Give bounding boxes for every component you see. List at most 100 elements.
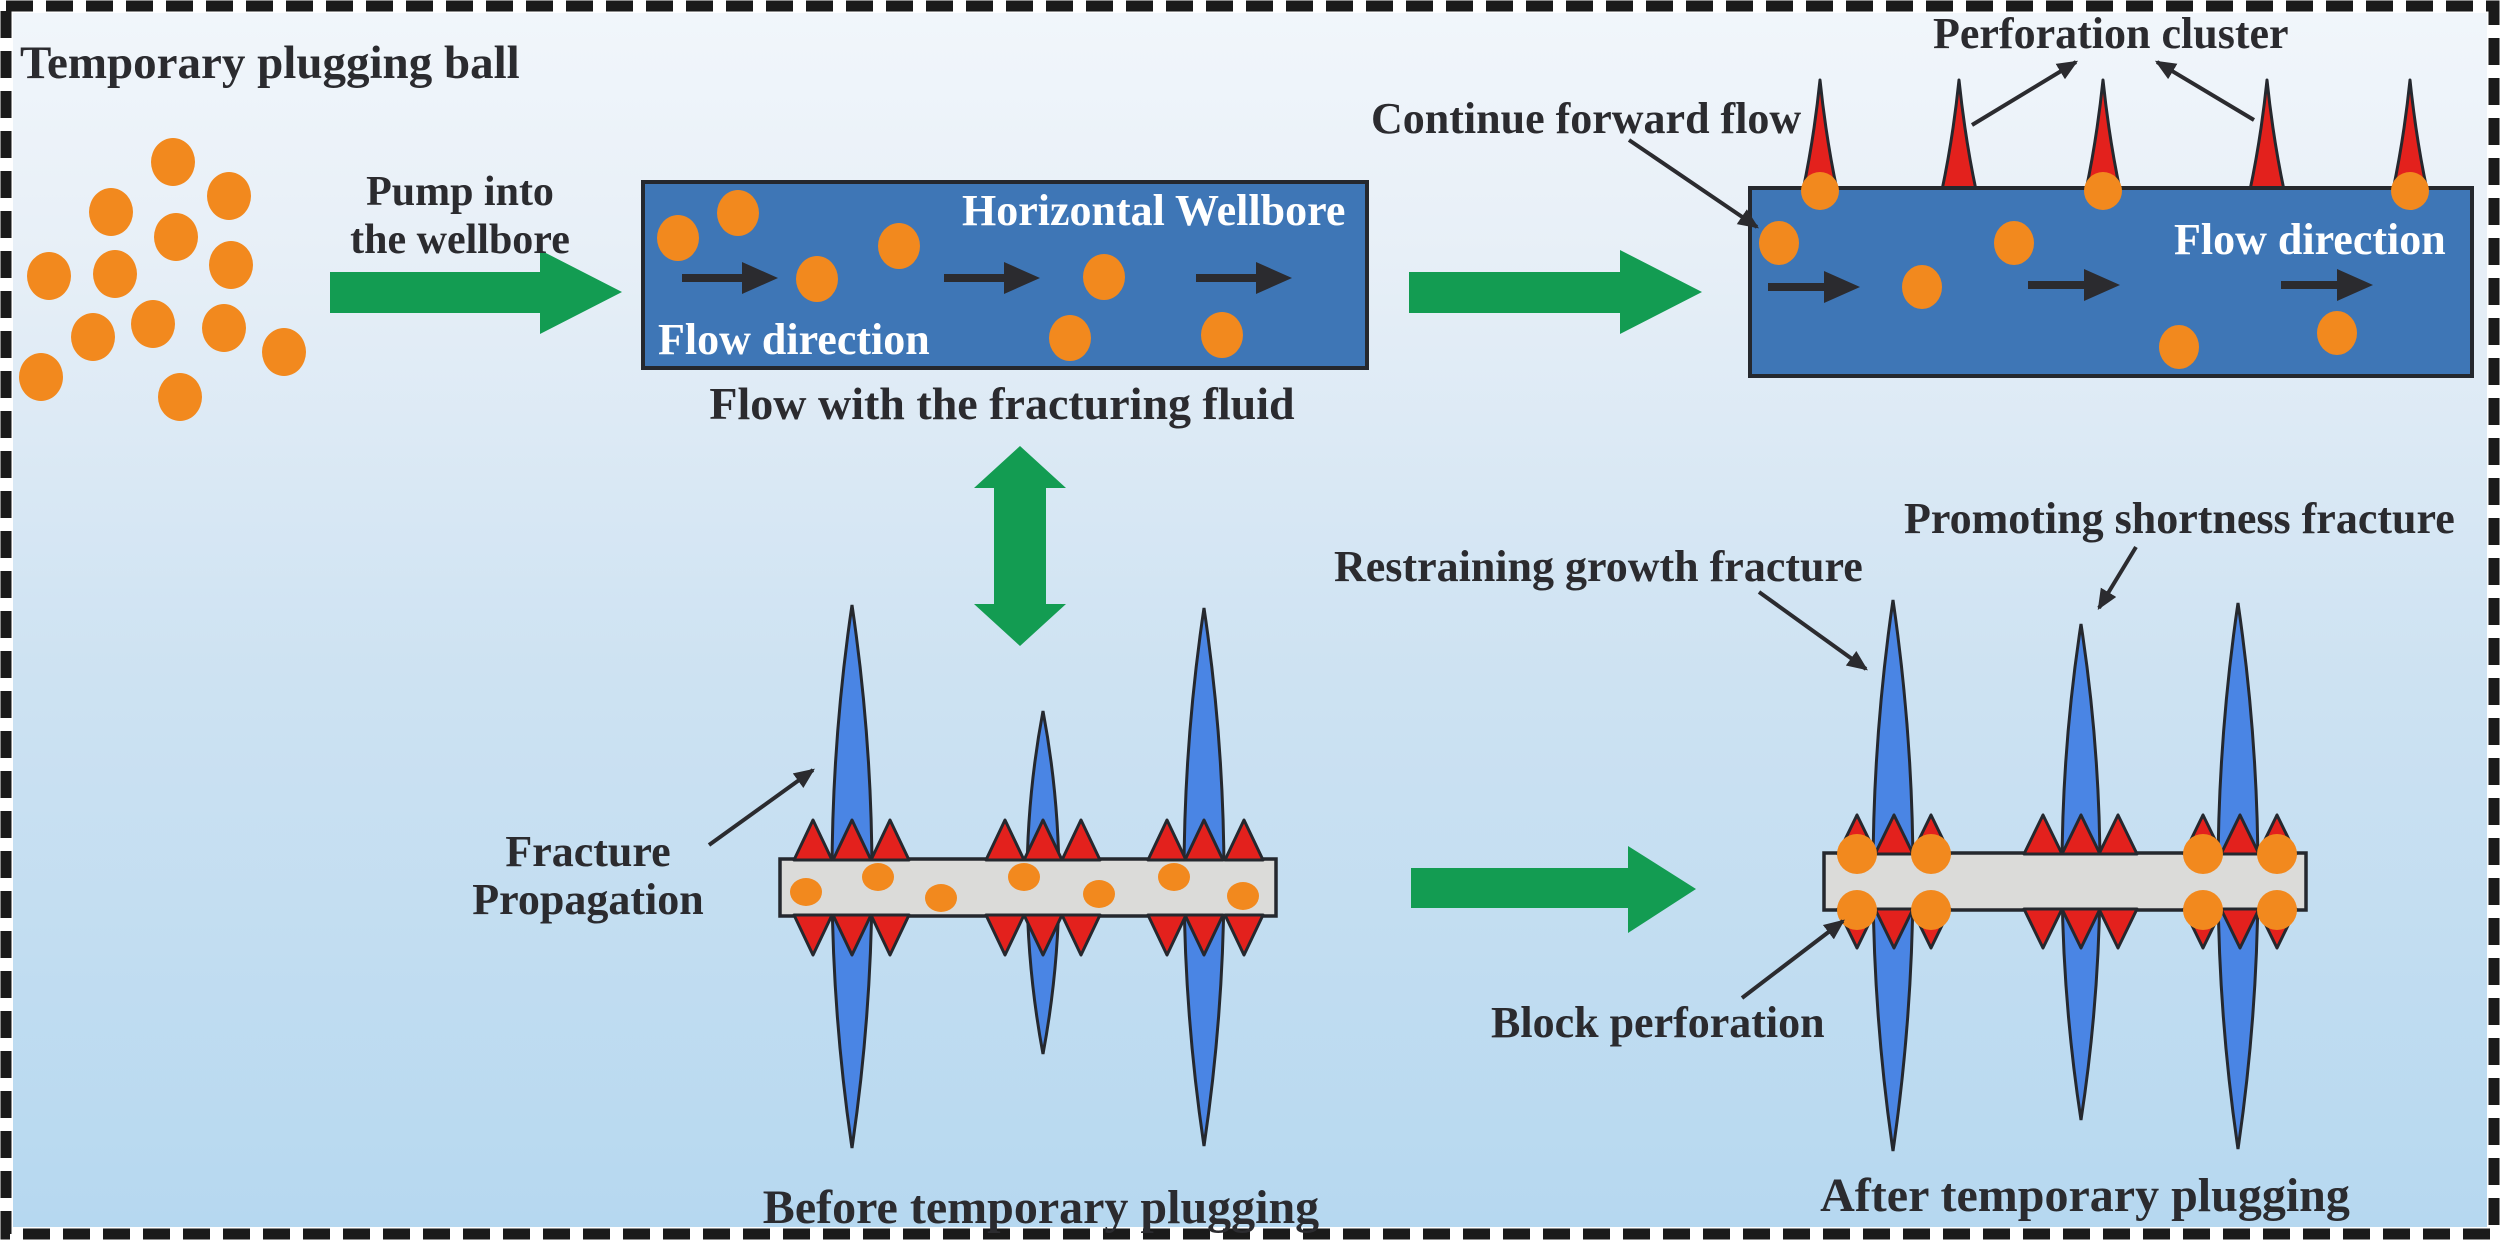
plugging-ball bbox=[1227, 882, 1259, 910]
perforation-triangle bbox=[1183, 913, 1225, 957]
flow-arrow-icon bbox=[944, 262, 1040, 294]
perforation-triangle bbox=[1060, 818, 1102, 862]
perforation-triangle bbox=[1146, 913, 1188, 957]
flow-direction-label-left: Flow direction bbox=[658, 315, 930, 364]
double-arrow-icon bbox=[974, 446, 1066, 646]
perforation-spike bbox=[1801, 78, 1839, 192]
perforation-cluster-arrow-icon bbox=[1970, 60, 2079, 127]
perforation-triangle bbox=[2022, 813, 2064, 856]
perforation-triangle bbox=[831, 913, 873, 957]
pump-into-wellbore-label: Pump into the wellbore bbox=[310, 168, 610, 264]
before-plugging-panel bbox=[778, 604, 1278, 1149]
plugging-ball bbox=[878, 223, 920, 269]
after-temporary-plugging-caption: After temporary plugging bbox=[1820, 1169, 2350, 1222]
blocking-ball bbox=[2183, 890, 2223, 930]
flow-with-fracturing-fluid-caption: Flow with the fracturing fluid bbox=[709, 378, 1295, 429]
perforation-triangle bbox=[1223, 818, 1265, 862]
fracture-propagation-line1: Fracture bbox=[505, 827, 671, 876]
continue-forward-flow-label: Continue forward flow bbox=[1371, 94, 1802, 143]
flow-arrow-icon bbox=[682, 262, 778, 294]
flow-arrow-icon bbox=[1196, 262, 1292, 294]
plugging-ball bbox=[717, 190, 759, 236]
fracture-propagation-label: Fracture Propagation bbox=[438, 828, 738, 924]
perforation-triangle bbox=[792, 818, 834, 862]
horizontal-wellbore-label: Horizontal Wellbore bbox=[962, 186, 1346, 235]
plugging-ball bbox=[71, 313, 115, 361]
restraining-growth-fracture-label: Restraining growth fracture bbox=[1334, 542, 1863, 591]
plugging-ball bbox=[790, 878, 822, 906]
perforation-triangle bbox=[1873, 813, 1915, 856]
restraining-fracture-arrow-icon bbox=[1757, 590, 1868, 671]
perforation-triangle bbox=[869, 913, 911, 957]
perforation-triangle bbox=[984, 818, 1026, 862]
before-temporary-plugging-caption: Before temporary plugging bbox=[762, 1181, 1320, 1234]
blocking-ball bbox=[1911, 834, 1951, 874]
perforation-triangle bbox=[1146, 818, 1188, 862]
plugging-ball bbox=[2159, 325, 2199, 369]
plugging-ball bbox=[1083, 880, 1115, 908]
perforated-wellbore-panel bbox=[1748, 78, 2474, 378]
pump-arrow-icon bbox=[330, 250, 622, 334]
forward-flow-arrow-icon bbox=[1409, 250, 1702, 334]
plugging-ball bbox=[925, 884, 957, 912]
flow-arrow-icon bbox=[2281, 269, 2373, 301]
blocking-ball bbox=[2183, 834, 2223, 874]
promoting-fracture-arrow-icon bbox=[2097, 545, 2138, 611]
process-arrows bbox=[330, 250, 1702, 933]
plugging-ball bbox=[1083, 254, 1125, 300]
plugging-ball bbox=[1801, 172, 1839, 210]
plugging-ball bbox=[151, 138, 195, 186]
pump-label-line1: Pump into bbox=[366, 169, 554, 215]
perforation-triangle bbox=[2097, 907, 2139, 950]
blocking-ball bbox=[1911, 890, 1951, 930]
blocking-ball bbox=[2257, 890, 2297, 930]
plugging-ball bbox=[1049, 315, 1091, 361]
plugging-ball bbox=[796, 256, 838, 302]
plugging-ball bbox=[657, 215, 699, 261]
perforation-triangle bbox=[831, 818, 873, 862]
perforation-triangle bbox=[2097, 813, 2139, 856]
perforation-triangle bbox=[1022, 913, 1064, 957]
casing-rect bbox=[1822, 851, 2308, 912]
plugging-ball bbox=[89, 188, 133, 236]
plugging-ball bbox=[1201, 312, 1243, 358]
perforation-triangle bbox=[2219, 907, 2261, 950]
continue-forward-flow-arrow-icon bbox=[1627, 138, 1759, 229]
blocking-ball bbox=[2257, 834, 2297, 874]
plugging-ball bbox=[862, 863, 894, 891]
promoting-shortness-fracture-label: Promoting shortness fracture bbox=[1904, 494, 2455, 543]
plugging-ball bbox=[207, 172, 251, 220]
flow-direction-label-right: Flow direction bbox=[2174, 215, 2446, 264]
blocking-ball bbox=[1837, 834, 1877, 874]
perforation-triangle bbox=[1060, 913, 1102, 957]
perforation-spike bbox=[2248, 78, 2286, 192]
plugging-ball bbox=[2391, 172, 2429, 210]
plugging-ball bbox=[154, 213, 198, 261]
perforation-triangle bbox=[984, 913, 1026, 957]
perforation-spike bbox=[2391, 78, 2429, 192]
plugging-ball bbox=[2084, 172, 2122, 210]
plugging-ball bbox=[1902, 265, 1942, 309]
plugging-ball bbox=[1008, 863, 1040, 891]
plugging-ball bbox=[27, 252, 71, 300]
perforation-triangle bbox=[1873, 907, 1915, 950]
pump-label-line2: the wellbore bbox=[350, 217, 570, 263]
plugging-ball bbox=[1158, 863, 1190, 891]
plugging-ball bbox=[93, 250, 137, 298]
plugging-ball bbox=[131, 300, 175, 348]
perforation-cluster-label: Perforation cluster bbox=[1933, 9, 2289, 58]
annotation-arrows bbox=[707, 60, 2256, 1000]
block-perforation-arrow-icon bbox=[1740, 919, 1845, 1000]
horizontal-wellbore-panel bbox=[641, 180, 1369, 370]
perforation-triangle bbox=[792, 913, 834, 957]
title-temporary-plugging-ball: Temporary plugging ball bbox=[20, 37, 520, 89]
fracture-propagation-arrow-icon bbox=[707, 768, 815, 847]
perforation-triangle bbox=[1022, 818, 1064, 862]
perforation-triangle bbox=[869, 818, 911, 862]
perforation-triangle bbox=[1183, 818, 1225, 862]
perforation-triangle bbox=[2219, 813, 2261, 856]
plugging-ball-cluster bbox=[19, 138, 306, 421]
